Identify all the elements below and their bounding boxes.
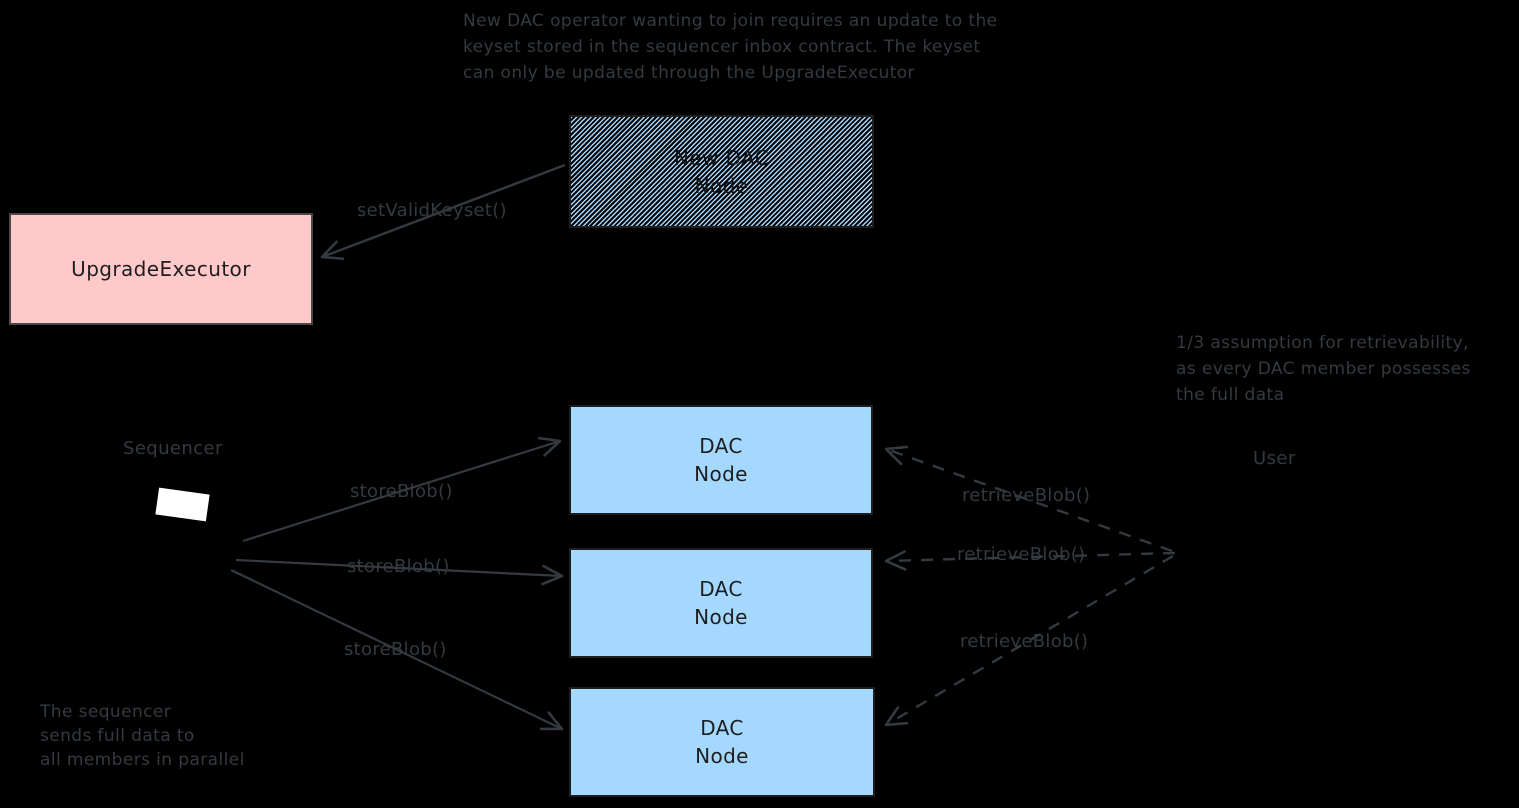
note-line: as every DAC member possesses [1176,359,1471,379]
note-keyset-update: New DAC operator wanting to join require… [463,8,998,86]
user-label: User [1253,448,1296,469]
dac-node-3-label-line2: Node [695,744,749,768]
edge-label-store-blob-2: storeBlob() [347,556,450,577]
dac-node-3-label-line1: DAC [700,716,744,740]
edge-label-retrieve-blob-3: retrieveBlob() [960,631,1089,652]
dac-node-2-label-line1: DAC [699,577,743,601]
edge-label-set-valid-keyset: setValidKeyset() [357,200,507,221]
upgrade-executor-label: UpgradeExecutor [71,257,251,281]
edge-label-store-blob-3: storeBlob() [344,639,447,660]
new-dac-node-label-line1: New DAC [673,145,770,170]
new-dac-node-box[interactable]: New DAC Node [569,115,874,228]
sequencer-label: Sequencer [123,438,223,459]
note-line: the full data [1176,385,1285,405]
note-retrievability-assumption: 1/3 assumption for retrievability, as ev… [1176,330,1471,408]
edge-label-store-blob-1: storeBlob() [350,481,453,502]
edge-label-retrieve-blob-2: retrieveBlob() [957,544,1086,565]
dac-node-box-3[interactable]: DAC Node [569,687,875,797]
sequencer-screen-icon[interactable] [155,487,210,522]
dac-node-1-label-line2: Node [694,462,748,486]
note-line: sends full data to [40,726,195,746]
dac-node-1-label-line1: DAC [699,434,743,458]
note-line: all members in parallel [40,750,245,770]
note-line: The sequencer [40,702,172,722]
dac-node-box-1[interactable]: DAC Node [569,405,873,515]
note-line: New DAC operator wanting to join require… [463,11,998,31]
upgrade-executor-box[interactable]: UpgradeExecutor [9,213,313,325]
note-sequencer-parallel: The sequencer sends full data to all mem… [40,700,245,772]
dac-node-2-label-line2: Node [694,605,748,629]
new-dac-node-label-line2: Node [694,173,749,198]
edge-label-retrieve-blob-1: retrieveBlob() [962,485,1091,506]
note-line: keyset stored in the sequencer inbox con… [463,37,981,57]
note-line: can only be updated through the UpgradeE… [463,63,915,83]
dac-node-box-2[interactable]: DAC Node [569,548,873,658]
note-line: 1/3 assumption for retrievability, [1176,333,1469,353]
